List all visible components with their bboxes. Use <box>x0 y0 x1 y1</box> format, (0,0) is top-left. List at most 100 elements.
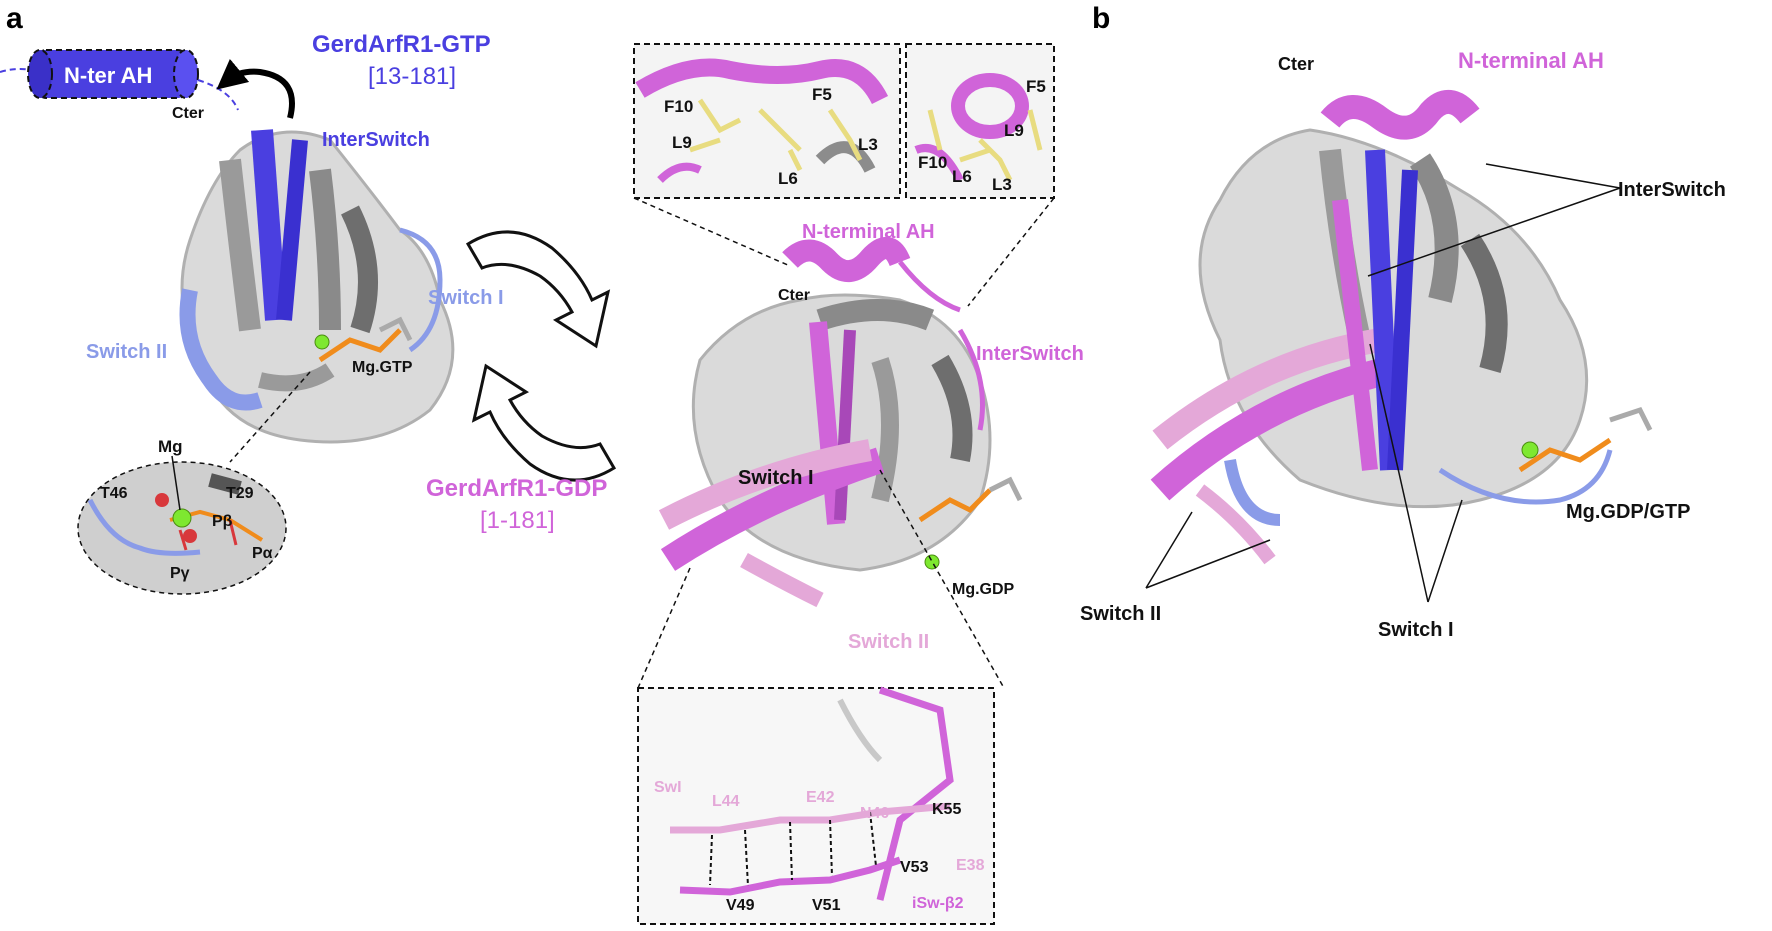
overlay-base-sticks <box>1609 406 1653 432</box>
sheet-n40: N40 <box>860 805 889 822</box>
gdp-strand-gray <box>871 357 899 503</box>
arrow-gdp-to-gtp <box>471 363 617 482</box>
movement-arrow <box>216 58 295 119</box>
gdp-switch1-strand-a <box>660 447 885 571</box>
pgamma-label: Pγ <box>170 565 190 582</box>
nter-linker-left <box>0 68 41 73</box>
ah-inset-2: F5 L9 F10 L6 L3 <box>905 43 1055 199</box>
ah1-f5: F5 <box>812 85 832 104</box>
sheet-isw: iSw-β2 <box>912 895 964 912</box>
overlay-helix-dark <box>1460 233 1508 374</box>
gdp-interswitch-label: InterSwitch <box>976 343 1084 365</box>
sheet-l44: L44 <box>712 793 740 810</box>
gtp-interswitch-strand-2 <box>276 139 308 321</box>
gdp-switch2-label: Switch II <box>848 631 929 653</box>
mg-ion <box>172 508 192 528</box>
sheet-v53: V53 <box>900 859 929 876</box>
overlay-helix-gray-1 <box>1409 153 1459 303</box>
sheet-inset: SwI L44 E42 N40 K55 V53 E38 V49 V51 iSw-… <box>637 686 995 925</box>
sheet-swi: SwI <box>654 779 682 796</box>
gdp-range: [1-181] <box>480 507 555 534</box>
t46-label: T46 <box>100 485 128 502</box>
gdp-switch2-ribbon <box>740 553 824 608</box>
overlay-switch2-label: Switch II <box>1080 603 1161 625</box>
gdp-nucleotide-label: Mg.GDP <box>952 581 1015 598</box>
t29-label: T29 <box>226 485 254 502</box>
ah2-l3: L3 <box>992 175 1012 194</box>
gtp-strand-gray-3 <box>258 363 335 392</box>
gdp-structure: N-terminal AH Cter InterSwitch Switch I … <box>658 221 1084 653</box>
nter-linker-right <box>197 79 239 111</box>
overlay-switch1-loop <box>1438 449 1613 505</box>
gdp-nterm-linker <box>898 260 961 313</box>
ah1-f10: F10 <box>664 97 693 116</box>
gdp-helix-gray-1 <box>816 299 935 331</box>
overlay-switch2-blue <box>1224 458 1281 526</box>
overlay-interswitch-label: InterSwitch <box>1618 179 1726 201</box>
overlay-interswitch-magenta <box>1332 199 1378 471</box>
gtp-interswitch-label: InterSwitch <box>322 129 430 151</box>
ah2-l6: L6 <box>952 167 972 186</box>
overlay-interswitch-blue-1 <box>1365 149 1400 471</box>
gdp-title: GerdArfR1-GDP <box>426 475 607 502</box>
gtp-structure: N-ter AH GerdArfR1-GTP [13-181] Cter Int… <box>0 31 504 444</box>
mg-label: Mg <box>158 437 183 456</box>
callout-interswitch-2 <box>1367 187 1621 277</box>
sheet-v51: V51 <box>812 897 841 914</box>
callout-switch1-2 <box>1427 499 1463 603</box>
water-1 <box>155 493 169 507</box>
gdp-nucleotide-sticks <box>918 488 992 523</box>
callout-switch2-1 <box>1145 511 1193 589</box>
overlay-switch1-label: Switch I <box>1378 619 1454 641</box>
sheet-e42: E42 <box>806 789 835 806</box>
gtp-cter-label: Cter <box>172 105 204 122</box>
gdp-interswitch-loop <box>957 328 985 431</box>
palpha-label: Pα <box>252 545 273 562</box>
gtp-mg-ion <box>314 334 330 350</box>
sheet-v49: V49 <box>726 897 755 914</box>
gtp-switch2-ribbon <box>179 288 263 411</box>
ah2-l9: L9 <box>1004 121 1024 140</box>
nter-ah-cylinder: N-ter AH <box>27 49 199 99</box>
gdp-base-sticks <box>988 476 1023 502</box>
gtp-helix-dark <box>340 205 378 334</box>
gdp-mg-ion <box>924 554 940 570</box>
gtp-range: [13-181] <box>368 63 456 90</box>
ah1-l9: L9 <box>672 133 692 152</box>
callout-switch2-2 <box>1145 539 1271 589</box>
overlay-switch2-arrow <box>1195 484 1276 565</box>
ah2-f5: F5 <box>1026 77 1046 96</box>
gdp-switch1-strand-b <box>658 439 872 530</box>
gdp-interswitch-strand-2 <box>834 329 856 521</box>
overlay-structure: Cter N-terminal AH InterSwitch Mg.GDP/GT… <box>1080 48 1726 641</box>
callout-switch1-1 <box>1369 343 1429 603</box>
gtp-title: GerdArfR1-GTP <box>312 31 491 58</box>
gtp-strand-gray-1 <box>219 158 261 332</box>
overlay-cter-label: Cter <box>1278 54 1314 74</box>
gtp-base-sticks <box>378 316 413 342</box>
callout-interswitch-1 <box>1485 163 1621 189</box>
overlay-mg-ion <box>1521 441 1539 459</box>
gdp-helix-dark <box>931 354 973 462</box>
water-2 <box>183 529 197 543</box>
exchange-arrows <box>465 230 617 482</box>
gdp-cter-label: Cter <box>778 287 810 304</box>
gtp-switch2-label: Switch II <box>86 341 167 363</box>
gdp-nterm-label: N-terminal AH <box>802 221 935 243</box>
mg-inset-leader <box>229 371 311 463</box>
ah-leader-left <box>633 197 791 267</box>
gtp-switch1-loop <box>399 227 443 353</box>
sheet-e38: E38 <box>956 857 985 874</box>
overlay-nterm-label: N-terminal AH <box>1458 48 1604 73</box>
overlay-nucleotide-sticks <box>1518 437 1612 473</box>
overlay-nterm-helix <box>1320 90 1480 140</box>
panel-label-a: a <box>6 2 23 35</box>
sheet-k55: K55 <box>932 801 961 818</box>
gtp-strand-gray-2 <box>309 168 341 331</box>
overlay-nucleotide-label: Mg.GDP/GTP <box>1566 501 1690 523</box>
ah2-f10: F10 <box>918 153 947 172</box>
pbeta-label: Pβ <box>212 513 233 530</box>
mg-site-inset: Mg T46 T29 Pβ Pα Pγ <box>77 437 287 595</box>
arrow-gtp-to-gdp <box>465 230 611 349</box>
